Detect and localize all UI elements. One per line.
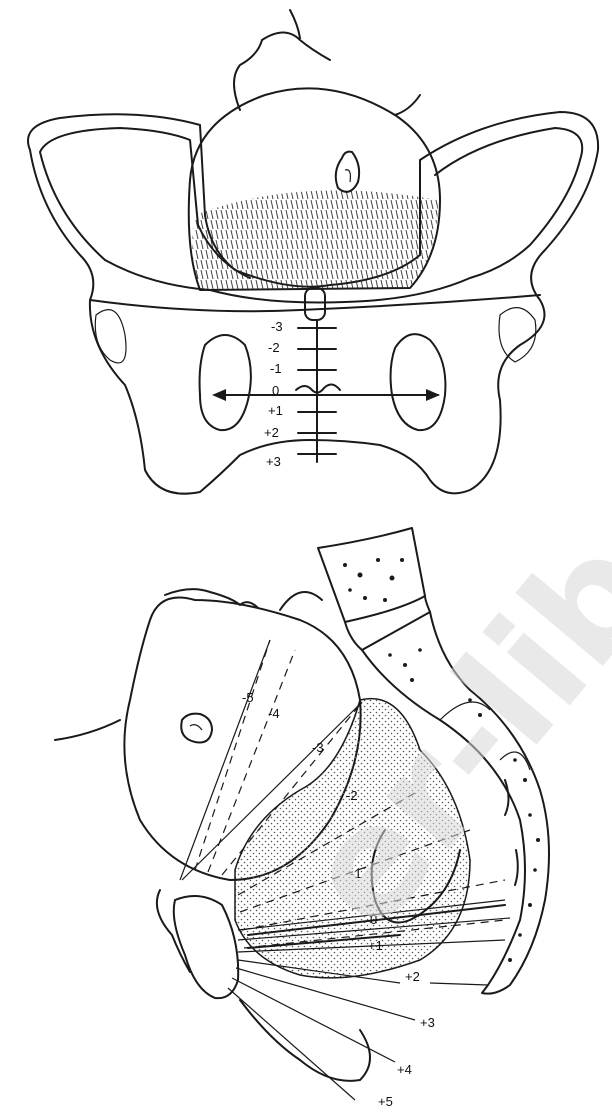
station-label: -3 [271, 319, 283, 334]
station-label: 0 [272, 383, 279, 398]
fetal-ear-lateral [181, 714, 212, 743]
plane-label: +4 [397, 1062, 412, 1077]
outer-plane-labels: +2 +3 +4 +5 [378, 969, 435, 1109]
watermark: er-lib.ru [270, 323, 612, 960]
neck-line [290, 10, 420, 115]
fetal-ear [336, 152, 359, 192]
top-pelvis-diagram: -3 -2 -1 0 +1 +2 +3 [28, 10, 598, 494]
station-label: +3 [266, 454, 281, 469]
pubic-symphysis [305, 288, 325, 320]
station-label: +1 [268, 403, 283, 418]
plane-label: +3 [420, 1015, 435, 1030]
fetal-face [234, 33, 330, 111]
station-label: -1 [270, 361, 282, 376]
station-label: +2 [264, 425, 279, 440]
plane-label: +5 [378, 1094, 393, 1109]
sacrum [318, 528, 425, 622]
arrow-left [212, 389, 226, 401]
fetal-hair [192, 190, 438, 290]
plane-label: -5 [242, 690, 254, 705]
plane-label: -4 [268, 706, 280, 721]
arrow-right [426, 389, 440, 401]
station-label: -2 [268, 340, 280, 355]
pubic-bone [174, 896, 238, 998]
right-obturator-foramen [391, 334, 446, 430]
plane-label: -3 [312, 740, 324, 755]
plane-label: +2 [405, 969, 420, 984]
left-obturator-foramen [200, 335, 251, 430]
